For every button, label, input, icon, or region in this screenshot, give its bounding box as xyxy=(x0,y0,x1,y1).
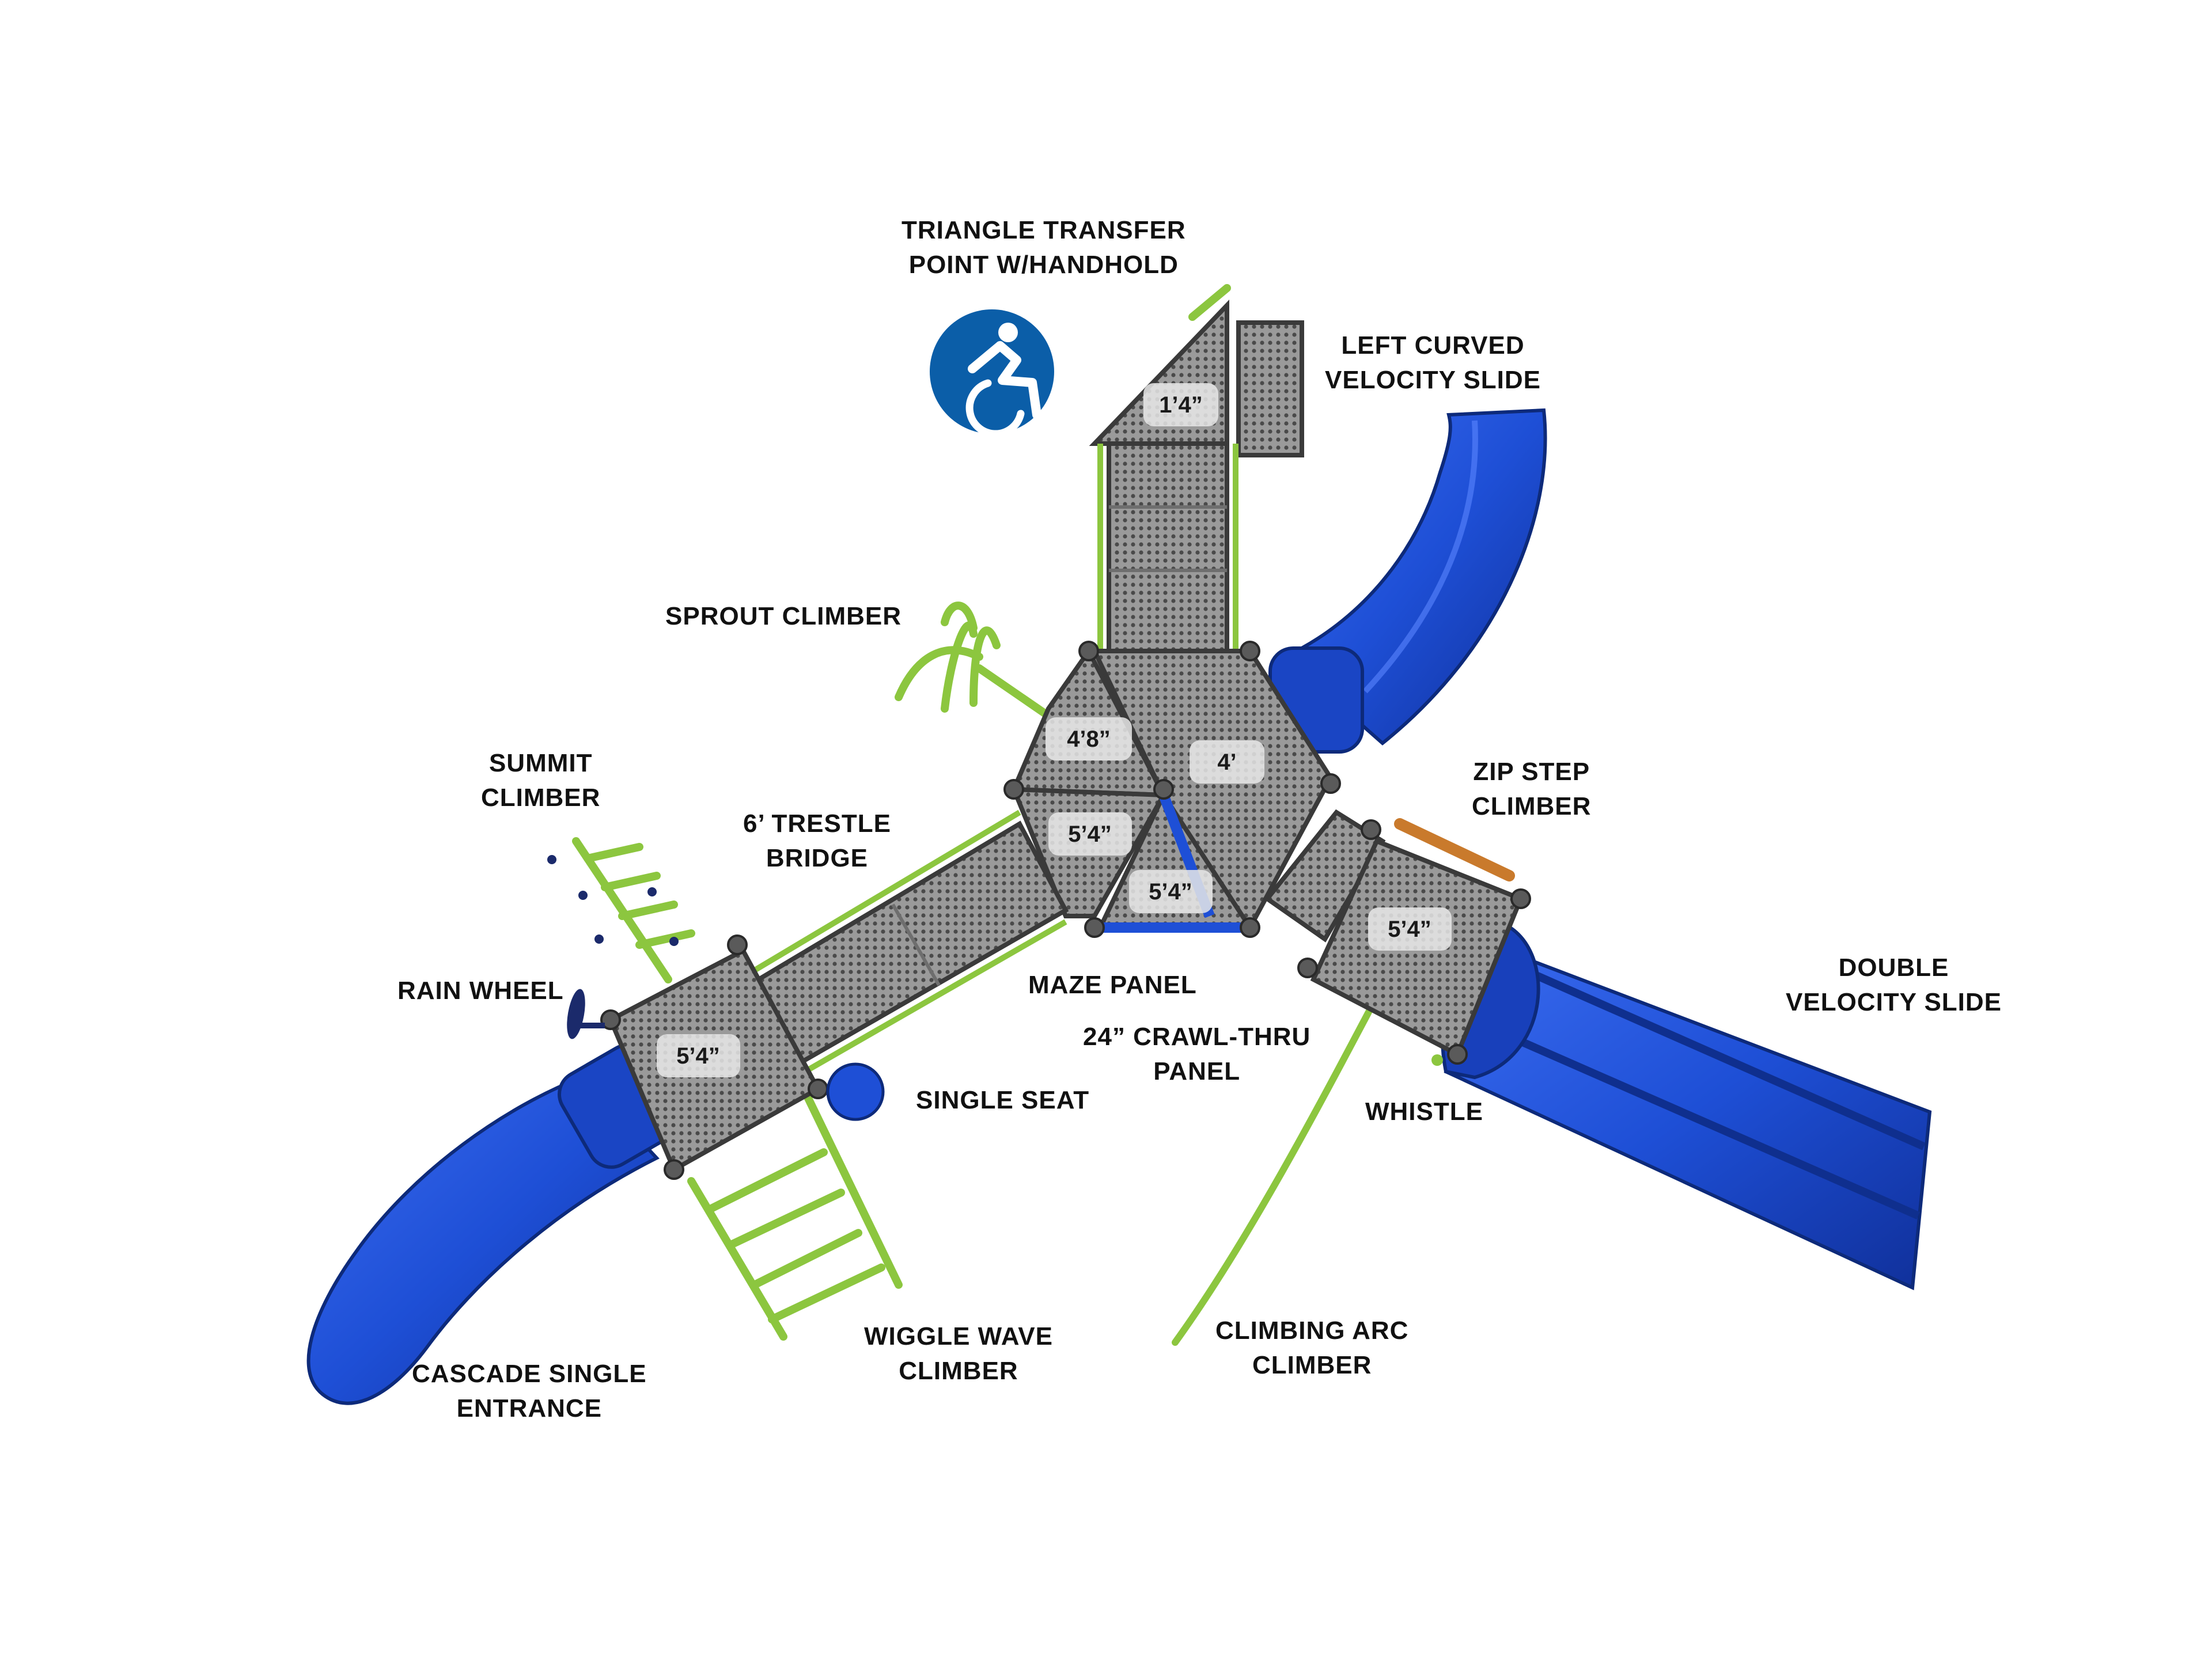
height-tag-right-deck: 5’4” xyxy=(1368,907,1452,951)
summit-climber xyxy=(572,837,695,983)
label-rain-wheel: RAIN WHEEL xyxy=(397,977,564,1005)
single-seat xyxy=(826,1062,885,1121)
whistle xyxy=(1431,1054,1443,1066)
summit-climber-handholds xyxy=(547,855,679,946)
svg-text:1’4”: 1’4” xyxy=(1159,392,1203,418)
svg-text:5’4”: 5’4” xyxy=(1388,917,1431,942)
height-tag-hex-main: 4’ xyxy=(1190,740,1264,784)
label-cascade-single-entrance: CASCADE SINGLE ENTRANCE xyxy=(412,1360,647,1422)
svg-text:5’4”: 5’4” xyxy=(676,1043,720,1069)
transfer-steps-walkway xyxy=(1097,441,1238,659)
label-summit-climber: SUMMIT CLIMBER xyxy=(481,749,601,812)
label-wiggle-wave-climber: WIGGLE WAVE CLIMBER xyxy=(864,1322,1053,1385)
height-tag-triangle-transfer: 1’4” xyxy=(1143,383,1218,426)
label-single-seat: SINGLE SEAT xyxy=(916,1086,1090,1114)
label-maze-panel: MAZE PANEL xyxy=(1028,971,1197,999)
label-sprout-climber: SPROUT CLIMBER xyxy=(665,602,902,630)
label-zip-step-climber: ZIP STEP CLIMBER xyxy=(1472,758,1592,820)
height-tag-left-deck: 5’4” xyxy=(657,1034,740,1077)
label-whistle: WHISTLE xyxy=(1365,1098,1483,1126)
climbing-arc-climber xyxy=(1172,993,1380,1346)
zip-step-climber xyxy=(1394,818,1515,881)
label-left-curved-slide: LEFT CURVED VELOCITY SLIDE xyxy=(1325,331,1541,394)
svg-text:5’4”: 5’4” xyxy=(1068,822,1112,847)
label-climbing-arc-climber: CLIMBING ARC CLIMBER xyxy=(1215,1316,1409,1379)
rain-wheel xyxy=(567,989,605,1039)
deck-posts xyxy=(600,641,1531,1180)
cascade-single-entrance-slide xyxy=(306,1043,681,1405)
label-trestle-bridge: 6’ TRESTLE BRIDGE xyxy=(743,809,891,872)
svg-text:5’4”: 5’4” xyxy=(1149,879,1192,905)
sprout-climber xyxy=(895,601,1075,736)
height-tag-hex-bottom: 5’4” xyxy=(1129,870,1213,913)
wheelchair-accessible-icon xyxy=(930,309,1054,438)
label-crawl-thru-panel: 24” CRAWL-THRU PANEL xyxy=(1083,1023,1311,1085)
svg-text:4’: 4’ xyxy=(1217,750,1236,775)
triangle-transfer-point xyxy=(1089,284,1304,457)
label-double-velocity-slide: DOUBLE VELOCITY SLIDE xyxy=(1786,954,2002,1016)
left-curved-velocity-slide xyxy=(1268,408,1547,754)
height-tag-hex-left-bottom: 5’4” xyxy=(1048,812,1132,856)
label-triangle-transfer: TRIANGLE TRANSFER POINT W/HANDHOLD xyxy=(902,216,1186,279)
wiggle-wave-climber xyxy=(687,1091,903,1341)
svg-text:4’8”: 4’8” xyxy=(1067,727,1111,752)
height-tag-hex-left-top: 4’8” xyxy=(1046,717,1132,760)
